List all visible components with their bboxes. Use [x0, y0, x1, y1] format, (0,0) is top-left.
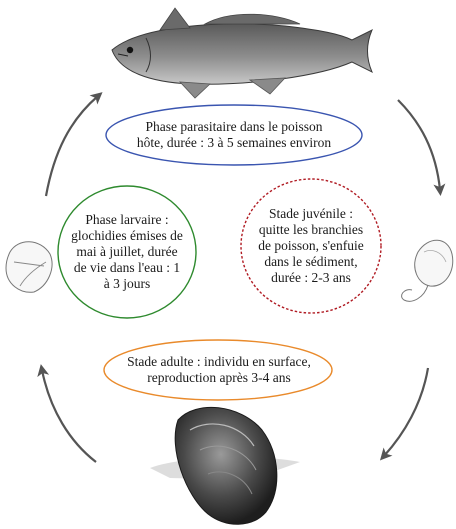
juvenile-stage-label: Stade juvénile : quitte les branchies de… — [248, 206, 374, 286]
arrow-fish-to-juvenile — [398, 100, 440, 190]
fish-illustration — [112, 8, 372, 98]
arrow-adult-to-larva — [42, 370, 96, 462]
parasitic-stage-label: Phase parasitaire dans le poisson hôte, … — [110, 119, 358, 151]
arrow-juvenile-to-adult — [384, 368, 428, 456]
larval-stage-label: Phase larvaire : glochidies émises de ma… — [62, 212, 192, 292]
larva-illustration — [6, 242, 52, 293]
arrow-larva-to-fish — [46, 96, 98, 196]
juvenile-illustration — [402, 240, 453, 301]
adult-stage-label: Stade adulte : individu en surface, repr… — [110, 354, 328, 386]
adult-mussel-illustration — [150, 407, 300, 524]
